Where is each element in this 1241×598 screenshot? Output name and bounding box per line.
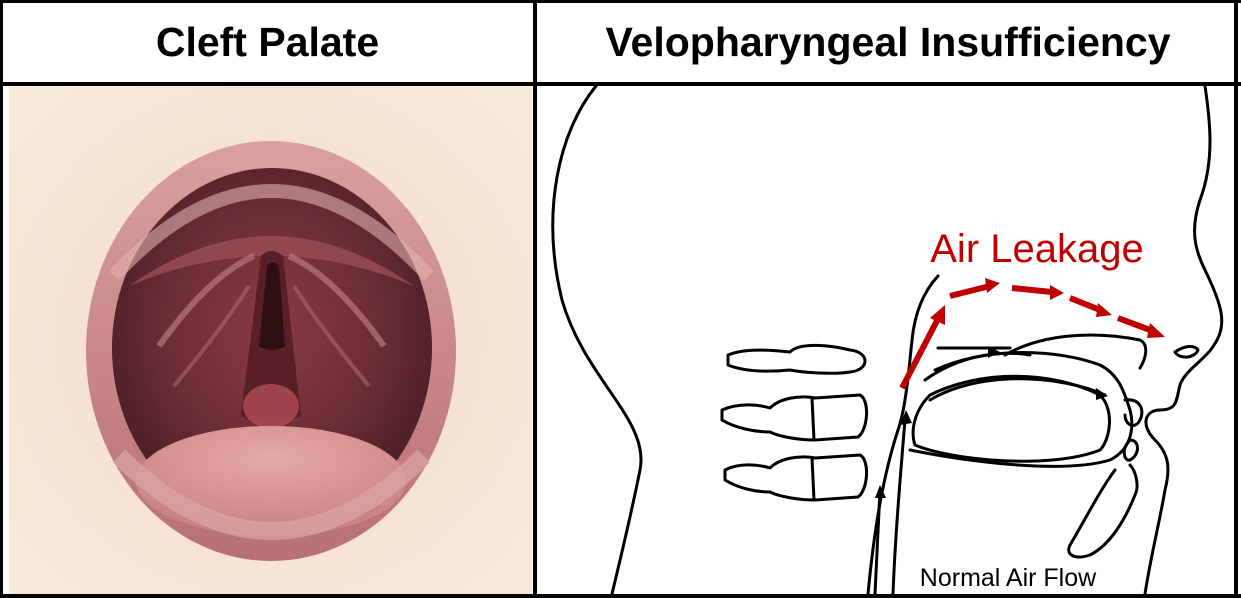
face-profile	[1145, 86, 1222, 594]
tongue	[136, 426, 406, 536]
airflow-line-4	[930, 379, 1105, 400]
jaw	[1069, 465, 1137, 557]
border-top	[0, 0, 1241, 3]
head-outline-back	[553, 86, 641, 594]
leak-arrowhead-3	[1050, 285, 1064, 300]
vertebra-3	[725, 455, 867, 500]
vertebra-2-divider	[812, 398, 814, 440]
cleft-palate-photo	[9, 86, 532, 594]
leak-arrow-5	[1118, 318, 1150, 330]
vertebra-3-divider	[812, 458, 814, 500]
vertebra-1	[728, 345, 865, 373]
leak-arrowhead-5	[1147, 323, 1165, 338]
vpi-diagram: Air Leakage Normal Air Flow	[537, 86, 1234, 594]
uvula	[243, 384, 299, 428]
head-cross-section: Air Leakage Normal Air Flow	[537, 86, 1234, 594]
vertebra-2	[722, 395, 867, 440]
leak-arrow-4	[1070, 298, 1100, 310]
normal-air-flow-label: Normal Air Flow	[920, 564, 1097, 592]
border-left	[0, 0, 3, 598]
leak-arrowhead-2	[985, 278, 1000, 293]
border-bottom	[0, 594, 1241, 598]
lower-teeth	[1124, 440, 1137, 460]
airflow-line-2	[893, 420, 905, 594]
cleft-palate-title: Cleft Palate	[0, 0, 535, 84]
air-leakage-label: Air Leakage	[930, 227, 1143, 271]
leak-arrow-1	[902, 315, 940, 388]
leak-arrow-2	[950, 286, 990, 296]
airflow-line-1	[875, 490, 880, 594]
open-mouth-illustration	[9, 86, 532, 594]
border-right	[1234, 0, 1238, 598]
nostril	[1175, 346, 1198, 357]
leak-arrow-3	[1012, 288, 1052, 292]
leak-arrowhead-4	[1096, 303, 1112, 317]
tongue-outline	[913, 376, 1109, 461]
velopharyngeal-insufficiency-title: Velopharyngeal Insufficiency	[535, 0, 1241, 84]
